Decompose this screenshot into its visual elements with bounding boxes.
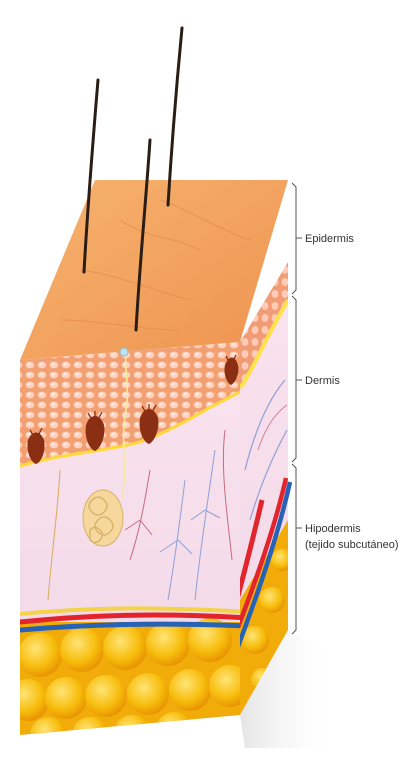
front-face xyxy=(7,340,251,753)
hair-right xyxy=(168,28,182,205)
label-epidermis: Epidermis xyxy=(305,233,354,245)
layer-brackets xyxy=(292,183,302,634)
hypodermis-bracket xyxy=(292,464,296,634)
label-hypodermis: Hipodermis xyxy=(305,523,361,535)
label-dermis: Dermis xyxy=(305,375,340,387)
dermis-bracket xyxy=(292,296,296,462)
epidermis-bracket xyxy=(292,183,296,294)
label-hypodermis-subtitle: (tejido subcutáneo) xyxy=(305,539,399,551)
subcutaneous-fat xyxy=(7,618,251,753)
